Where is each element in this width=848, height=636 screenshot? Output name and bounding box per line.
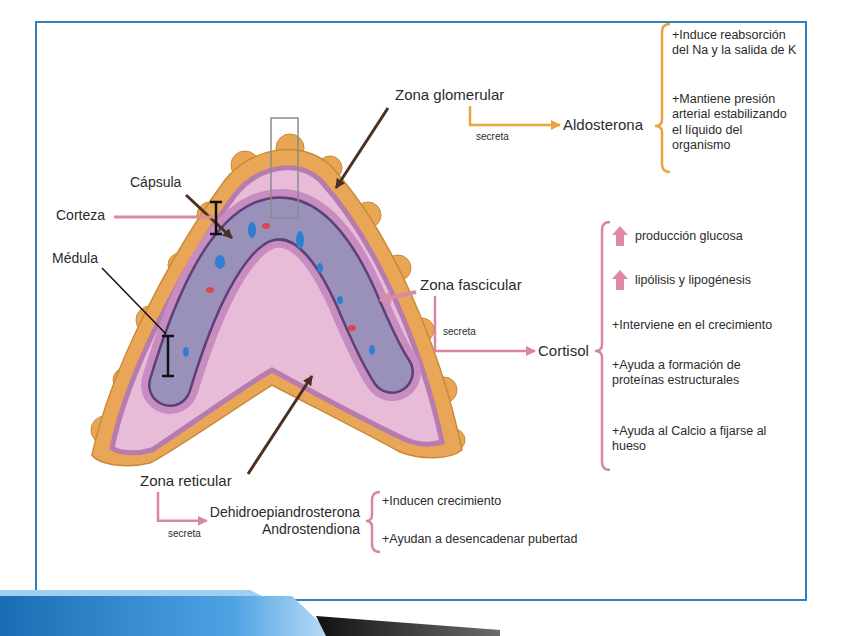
vessel xyxy=(215,255,225,269)
vessel xyxy=(206,287,214,293)
capsule-body xyxy=(92,149,462,465)
leader-arrow xyxy=(248,376,312,474)
leader-arrow xyxy=(380,292,416,300)
effect-text: +Ayuda al Calcio a fijarse al hueso xyxy=(612,424,796,455)
slide-decoration xyxy=(0,596,334,636)
part-label-text: Médula xyxy=(52,250,98,267)
effect-text-text: +Ayudan a desencadenar pubertad xyxy=(382,532,642,547)
edge-label: secreta xyxy=(168,528,201,540)
vessel xyxy=(337,296,343,304)
edge-label: secreta xyxy=(476,131,509,143)
edge-label-text: secreta xyxy=(168,528,201,540)
slide-decoration xyxy=(0,590,262,596)
frame xyxy=(36,22,806,600)
increase-arrow xyxy=(612,270,628,290)
effect-text-text: +Ayuda al Calcio a fijarse al hueso xyxy=(612,424,796,455)
vessel xyxy=(369,345,375,355)
effect-text: +Ayudan a desencadenar pubertad xyxy=(382,532,642,547)
medulla-vessels xyxy=(183,222,375,357)
medulla xyxy=(170,218,392,385)
detail-frame xyxy=(271,118,298,218)
zone-label: Zona glomerular xyxy=(395,86,504,104)
zone-label: Zona fascicular xyxy=(420,276,522,294)
effect-text: lipólisis y lipogénesis xyxy=(635,273,795,288)
zone-name: Zona glomerular xyxy=(395,86,504,104)
effect-text-text: lipólisis y lipogénesis xyxy=(635,273,795,288)
zone-name: Zona reticular xyxy=(140,472,232,490)
hormone-label: Aldosterona xyxy=(563,116,643,134)
secretion-arrow xyxy=(435,296,535,351)
part-label: Médula xyxy=(52,250,98,267)
effects-bracket xyxy=(595,222,610,470)
part-label: Corteza xyxy=(56,207,105,224)
thickness-bracket xyxy=(162,336,174,376)
hormone-name: Cortisol xyxy=(538,342,589,360)
effects-bracket xyxy=(655,24,670,172)
edge-label-text: secreta xyxy=(443,326,476,338)
leader-arrow xyxy=(336,108,388,188)
effect-text: +Ayuda a formación de proteínas estructu… xyxy=(612,358,790,389)
edge-label-text: secreta xyxy=(476,131,509,143)
part-label: Cápsula xyxy=(130,174,181,191)
vessel xyxy=(183,347,189,357)
effects-bracket xyxy=(366,492,380,552)
increase-arrow xyxy=(612,226,628,246)
effect-text: +Induce reabsorción del Na y la salida d… xyxy=(672,28,798,59)
vessel xyxy=(348,325,356,331)
vessel xyxy=(296,231,304,249)
effect-text: +Inducen crecimiento xyxy=(382,494,642,509)
zone-label: Zona reticular xyxy=(140,472,232,490)
medulla-outline xyxy=(170,218,392,385)
slide-decoration xyxy=(316,616,500,636)
vessel xyxy=(262,223,270,229)
zone-name: Zona fascicular xyxy=(420,276,522,294)
vessel xyxy=(248,222,256,238)
effect-text-text: +Interviene en el crecimiento xyxy=(612,318,796,333)
effect-text-text: +Mantiene presión arterial estabilizando… xyxy=(672,92,798,153)
capsule xyxy=(91,134,465,466)
secretion-arrow xyxy=(470,106,560,125)
effect-text: +Mantiene presión arterial estabilizando… xyxy=(672,92,798,153)
part-label-text: Cápsula xyxy=(130,174,181,191)
leader-line xyxy=(102,268,166,334)
effect-text-text: producción glucosa xyxy=(635,229,795,244)
hormone-name: Aldosterona xyxy=(563,116,643,134)
hormone-label: DehidroepiandrosteronaAndrostendiona xyxy=(210,504,360,538)
reticular-zone xyxy=(170,218,392,385)
cortex xyxy=(112,168,442,453)
effect-text-text: +Induce reabsorción del Na y la salida d… xyxy=(672,28,798,59)
leader-line xyxy=(114,216,214,219)
effect-text-text: +Inducen crecimiento xyxy=(382,494,642,509)
edge-label: secreta xyxy=(443,326,476,338)
part-label-text: Corteza xyxy=(56,207,105,224)
hormone-name: Androstendiona xyxy=(210,521,360,538)
hormone-name: Dehidroepiandrosterona xyxy=(210,504,360,521)
secretion-arrow xyxy=(158,492,207,521)
thickness-bracket xyxy=(210,202,222,234)
vessel xyxy=(317,263,323,273)
hormone-label: Cortisol xyxy=(538,342,589,360)
effect-text-text: +Ayuda a formación de proteínas estructu… xyxy=(612,358,790,389)
effect-text: producción glucosa xyxy=(635,229,795,244)
effect-text: +Interviene en el crecimiento xyxy=(612,318,796,333)
